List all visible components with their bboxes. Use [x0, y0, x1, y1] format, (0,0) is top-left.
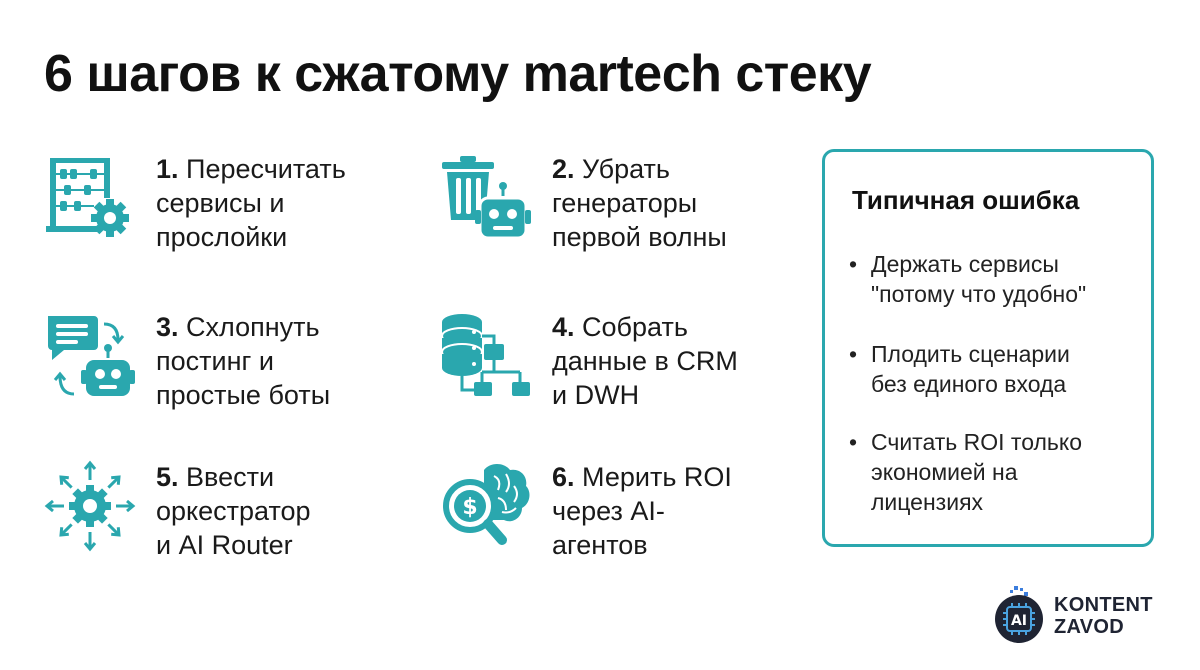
step-4-line-1: Собрать	[582, 312, 688, 342]
logo-line-2: ZAVOD	[1054, 616, 1125, 638]
mistake-3-line-1: Считать ROI только	[871, 429, 1083, 455]
step-5-text: 5. Ввести оркестратор и AI Router	[156, 460, 406, 562]
step-5: 5. Ввести оркестратор и AI Router	[44, 460, 404, 580]
step-4-number: 4.	[552, 312, 575, 342]
step-3: 3. Схлопнуть постинг и простые боты	[44, 310, 404, 430]
chat-robot-icon	[44, 310, 136, 402]
bullet: •	[849, 251, 858, 277]
step-3-line-2: постинг и	[156, 346, 274, 376]
step-4-line-3: и DWH	[552, 380, 640, 410]
step-3-line-1: Схлопнуть	[186, 312, 320, 342]
step-6-line-2: через AI-	[552, 496, 665, 526]
step-3-line-3: простые боты	[156, 380, 331, 410]
mistake-3-line-3: лицензиях	[871, 489, 984, 515]
kontent-zavod-logo: AI KONTENT ZAVOD	[990, 580, 1170, 650]
page-title: 6 шагов к сжатому martech стеку	[44, 45, 872, 103]
step-1-line-1: Пересчитать	[186, 154, 346, 184]
card-title: Типичная ошибка	[852, 185, 1080, 215]
trash-robot-icon	[440, 152, 532, 244]
step-5-line-1: Ввести	[186, 462, 275, 492]
step-5-line-3: и AI Router	[156, 530, 293, 560]
step-2-number: 2.	[552, 154, 575, 184]
logo-line-1: KONTENT	[1054, 594, 1153, 616]
typical-mistake-card: Типичная ошибка • Держать сервисы "потом…	[822, 149, 1154, 547]
step-6-number: 6.	[552, 462, 575, 492]
step-3-number: 3.	[156, 312, 179, 342]
brain-dollar-search-icon: $	[440, 460, 532, 552]
step-3-text: 3. Схлопнуть постинг и простые боты	[156, 310, 406, 412]
step-2-line-1: Убрать	[582, 154, 670, 184]
mistake-2-line-2: без единого входа	[871, 371, 1067, 397]
bullet: •	[849, 341, 858, 367]
step-1: 1. Пересчитать сервисы и прослойки	[44, 152, 404, 272]
step-6: $ 6. Мерить ROI через AI- агентов	[440, 460, 800, 580]
step-2-line-2: генераторы	[552, 188, 698, 218]
step-1-line-2: сервисы и	[156, 188, 285, 218]
mistake-3-line-2: экономией на	[871, 459, 1018, 485]
step-4-line-2: данные в CRM	[552, 346, 738, 376]
step-6-line-3: агентов	[552, 530, 648, 560]
abacus-gear-icon	[44, 152, 136, 244]
step-1-text: 1. Пересчитать сервисы и прослойки	[156, 152, 406, 254]
svg-text:$: $	[462, 495, 477, 520]
step-5-line-2: оркестратор	[156, 496, 311, 526]
step-2-text: 2. Убрать генераторы первой волны	[552, 152, 802, 254]
step-6-line-1: Мерить ROI	[582, 462, 732, 492]
step-4: 4. Собрать данные в CRM и DWH	[440, 310, 800, 430]
database-flow-icon	[440, 310, 532, 402]
step-2: 2. Убрать генераторы первой волны	[440, 152, 800, 272]
mistake-1-line-2: "потому что удобно"	[871, 281, 1087, 307]
mistake-1-line-1: Держать сервисы	[871, 251, 1059, 277]
step-1-line-3: прослойки	[156, 222, 288, 252]
ai-chip-logo-icon: AI	[990, 586, 1048, 644]
bullet: •	[849, 429, 858, 455]
gear-arrows-icon	[44, 460, 136, 552]
logo-badge-text: AI	[1011, 613, 1027, 629]
step-1-number: 1.	[156, 154, 179, 184]
mistake-2-line-1: Плодить сценарии	[871, 341, 1070, 367]
step-4-text: 4. Собрать данные в CRM и DWH	[552, 310, 802, 412]
step-5-number: 5.	[156, 462, 179, 492]
step-2-line-3: первой волны	[552, 222, 727, 252]
step-6-text: 6. Мерить ROI через AI- агентов	[552, 460, 802, 562]
